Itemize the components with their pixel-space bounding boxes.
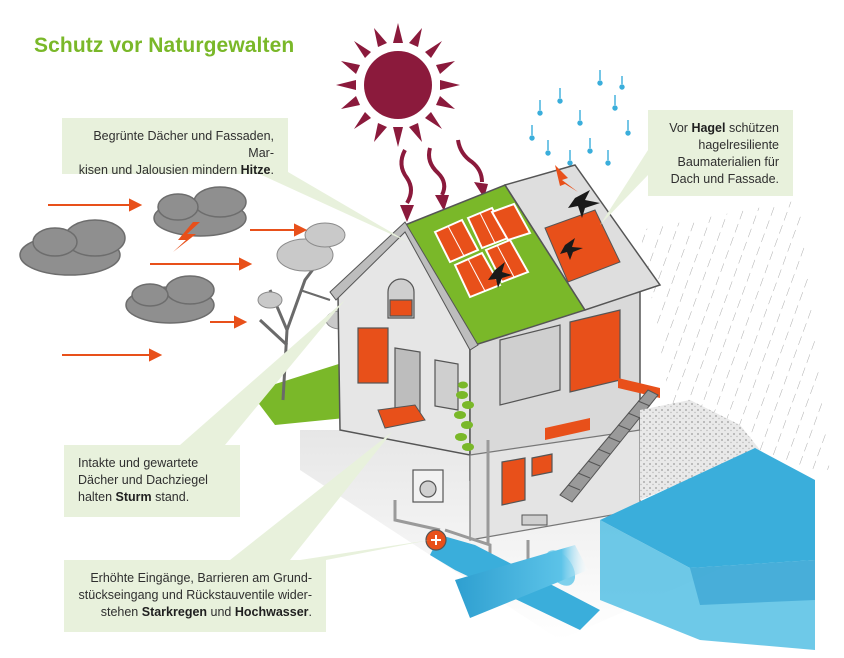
callout-rain-mid: und <box>207 605 235 619</box>
callout-hail-keyword: Hagel <box>691 121 726 135</box>
callout-hail-line3: Baumaterialien für <box>677 155 779 169</box>
heat-ray-arrows <box>399 139 484 205</box>
callout-heat-keyword: Hitze <box>240 163 271 177</box>
callout-rain-keyword-1: Starkregen <box>141 605 208 619</box>
tree-foliage <box>257 222 355 330</box>
callout-storm-line2: Dächer und Dachziegel <box>78 473 208 487</box>
garden-grass <box>250 362 345 425</box>
roof-gable-edge <box>329 221 479 351</box>
callout-storm-line1: Intakte und gewartete <box>78 456 199 470</box>
callout-storm-keyword: Sturm <box>115 490 152 504</box>
callout-rain-keyword-2: Hochwasser <box>234 605 309 619</box>
callout-hail-line4: Dach und Fassade. <box>670 172 779 186</box>
callout-hail-line2: hagelresiliente <box>698 138 779 152</box>
cloud-3 <box>125 275 215 324</box>
flood-barrier <box>545 418 590 440</box>
callout-hail: Vor Hagel schützen hagelresiliente Bauma… <box>648 110 793 196</box>
wind-arrows <box>48 198 308 362</box>
cloud-1 <box>19 219 126 276</box>
callout-hail-pre: Vor <box>669 121 692 135</box>
facade-climbing-plant <box>454 381 474 451</box>
floor-drain <box>521 514 548 526</box>
callout-storm-post: stand. <box>151 490 190 504</box>
page-title: Schutz vor Naturgewalten <box>34 34 295 57</box>
callout-rain-pre: stehen <box>100 605 142 619</box>
flood-water-top <box>600 448 815 568</box>
raised-entrance-barrier <box>377 404 426 429</box>
callout-storm: Intakte und gewartete Dächer und Dachzie… <box>64 445 240 517</box>
solar-panel-grid <box>447 212 515 292</box>
roof-lightning-icon <box>555 165 578 192</box>
callout-rain-post: . <box>308 605 312 619</box>
house-windows <box>357 278 621 506</box>
callout-storm-pre: halten <box>78 490 116 504</box>
sun-icon <box>336 23 460 147</box>
washing-machine-icon <box>412 469 444 503</box>
flood-water-edge <box>690 560 815 605</box>
callout-hail-post: schützen <box>725 121 779 135</box>
callout-rain-line1: Erhöhte Eingänge, Barrieren am Grund- <box>90 571 312 585</box>
main-pipe <box>455 545 588 618</box>
callout-heat-line2: kisen und Jalousien mindern <box>78 163 241 177</box>
callout-heat: Begrünte Dächer und Fassaden, Mar- kisen… <box>62 118 288 177</box>
skylight-panel <box>544 209 621 283</box>
callout-heat-line1: Begrünte Dächer und Fassaden, Mar- <box>93 129 274 160</box>
gravel-embankment <box>640 400 760 500</box>
hail-drops <box>529 70 631 166</box>
callout-pointers <box>180 150 648 560</box>
storm-clouds <box>19 186 247 324</box>
basement-stairs <box>559 389 659 503</box>
callout-rain: Erhöhte Eingänge, Barrieren am Grund- st… <box>64 560 326 632</box>
callout-rain-line2: stückseingang und Rückstauventile wider- <box>78 588 312 602</box>
callout-heat-punct: . <box>270 163 274 177</box>
cloud-2 <box>153 186 247 237</box>
lightning-icon <box>173 222 200 252</box>
